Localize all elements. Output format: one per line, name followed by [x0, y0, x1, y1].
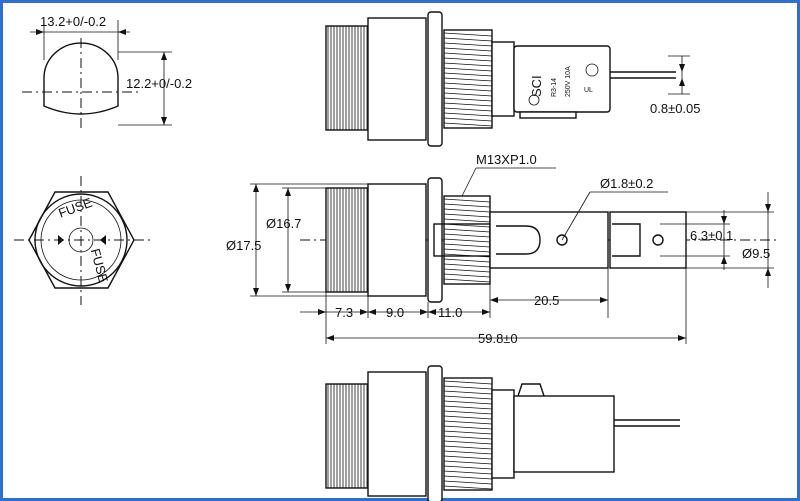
thread-line [443, 485, 493, 490]
thread-line [443, 415, 493, 420]
l73-label: 7.3 [335, 305, 353, 320]
cap-side-view: 13.2+0/-0.2 12.2+0/-0.2 [22, 14, 192, 130]
thread-line [443, 440, 493, 445]
d95-label: Ø9.5 [742, 246, 770, 261]
thread-line [443, 273, 491, 278]
thread-line [443, 455, 493, 460]
thread-line [443, 87, 493, 92]
holder-top-view: SCI R3-14 250V 10A UL 0.8±0.05 [325, 11, 701, 147]
thread-line [443, 425, 493, 430]
thread-line [443, 385, 493, 390]
thread-line [443, 263, 491, 268]
thread-line [443, 57, 493, 62]
thread-line [443, 268, 491, 273]
thread-line [443, 62, 493, 67]
thread-line [443, 52, 493, 57]
thread-line [443, 82, 493, 87]
ul-mark-icon: UL [584, 87, 593, 94]
ce-mark-icon [585, 63, 599, 77]
thread-line [443, 248, 491, 253]
thread-line [443, 37, 493, 42]
total-length-label: 59.8±0 [478, 331, 518, 346]
thread-line [443, 450, 493, 455]
thread-label: M13XP1.0 [476, 152, 537, 167]
thread-line [443, 67, 493, 72]
tab-width-label: 6.3±0.1 [690, 228, 733, 243]
thread-line [443, 32, 493, 37]
thread-line [443, 470, 493, 475]
thread-line [443, 122, 493, 127]
thread-line [443, 92, 493, 97]
thread-line [443, 228, 491, 233]
thread-line [443, 42, 493, 47]
thread-line [443, 117, 493, 122]
thread-line [443, 395, 493, 400]
thread-line [443, 430, 493, 435]
thread-line [443, 380, 493, 385]
holder-bottom-view [325, 365, 680, 501]
d167-label: Ø16.7 [266, 216, 301, 231]
thread-line [443, 243, 491, 248]
cap-height-label: 12.2+0/-0.2 [126, 76, 192, 91]
thread-line [443, 203, 491, 208]
hole-label: Ø1.8±0.2 [600, 176, 653, 191]
thread-line [443, 420, 493, 425]
thread-line [443, 208, 491, 213]
thread-line [443, 233, 491, 238]
thread-line [443, 278, 491, 283]
thread-line [443, 47, 493, 52]
thread-line [443, 475, 493, 480]
thread-line [443, 77, 493, 82]
thread-line [443, 97, 493, 102]
sci-logo-icon [528, 94, 540, 106]
thread-line [443, 238, 491, 243]
thread-line [443, 258, 491, 263]
thread-line [443, 410, 493, 415]
thread-line [443, 460, 493, 465]
thread-line [443, 390, 493, 395]
terminal-thickness-label: 0.8±0.05 [650, 101, 701, 116]
thread-line [443, 435, 493, 440]
thread-line [443, 102, 493, 107]
l90-label: 9.0 [386, 305, 404, 320]
d175-label: Ø17.5 [226, 238, 261, 253]
thread-line [443, 405, 493, 410]
thread-line [443, 445, 493, 450]
thread-line [443, 107, 493, 112]
l110-label: 11.0 [438, 305, 462, 320]
thread-line [443, 400, 493, 405]
thread-line [443, 112, 493, 117]
front-dimensions: Ø17.5 Ø16.7 Ø9.5 6.3±0.1 Ø1.8±0.2 M13XP1… [226, 152, 774, 346]
l205-label: 20.5 [534, 293, 559, 308]
brand-marking: SCI [529, 75, 544, 97]
holder-front-view [300, 177, 780, 303]
thread-line [443, 465, 493, 470]
cap-end-view: FUSE FUSE [14, 176, 150, 305]
thread-line [443, 72, 493, 77]
thread-line [443, 480, 493, 485]
thread-line [443, 213, 491, 218]
rating-marking: 250V 10A [565, 66, 572, 97]
cap-width-label: 13.2+0/-0.2 [40, 14, 106, 29]
thread-line [443, 218, 491, 223]
thread-line [443, 198, 491, 203]
model-marking: R3-14 [551, 78, 558, 97]
